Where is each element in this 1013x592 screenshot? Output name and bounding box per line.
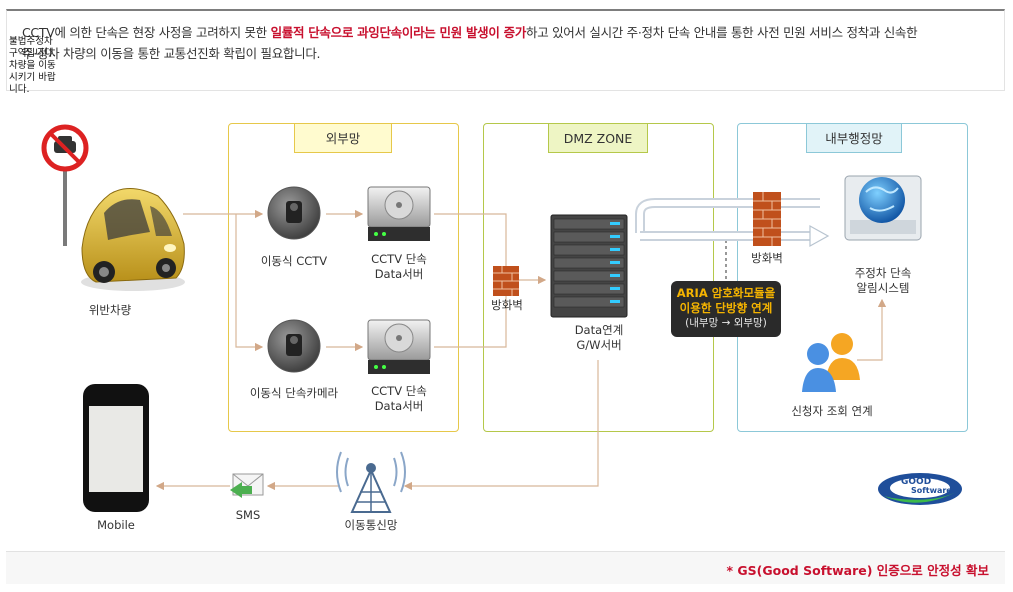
phone-message-line: 차량을 이동 xyxy=(9,60,56,71)
mobile-cctv-label: 이동식 CCTV xyxy=(260,254,328,268)
dmz-zone-label: DMZ ZONE xyxy=(548,123,648,153)
cctv-server-2-label-line2: Data서버 xyxy=(374,399,424,413)
cctv-data-server-icon xyxy=(367,186,431,241)
phone-message-line: 불법주정차 xyxy=(9,36,53,47)
cctv-server-1-label-line1: CCTV 단속 xyxy=(371,252,427,266)
sms-label: SMS xyxy=(235,508,261,522)
gw-server-label-line2: G/W서버 xyxy=(576,338,622,352)
cctv-server-1-label-line2: Data서버 xyxy=(374,267,424,281)
good-software-logo-mark xyxy=(878,473,962,505)
intro-text-line2: 주·정차 차량의 이동을 통한 교통선진화 확립이 필요합니다. xyxy=(22,46,321,61)
cctv-server-1-label: CCTV 단속 Data서버 xyxy=(359,252,439,282)
mobile-phone-icon xyxy=(83,384,149,512)
alert-system-label-line2: 알림시스템 xyxy=(856,281,910,295)
mobile-network-tower-icon xyxy=(336,451,406,513)
mobile-network-label: 이동통신망 xyxy=(344,518,398,532)
mobile-camera-icon xyxy=(267,319,321,373)
intro-highlight: 일률적 단속으로 과잉단속이라는 민원 발생이 증가 xyxy=(270,25,527,40)
cctv-server-2-label-line1: CCTV 단속 xyxy=(371,384,427,398)
intro-text-part2: 하고 있어서 실시간 주·정차 단속 안내를 통한 사전 민원 서비스 정착과 … xyxy=(526,25,918,40)
gw-server-rack-icon xyxy=(550,214,628,318)
gw-server-label: Data연계 G/W서버 xyxy=(554,323,644,353)
sms-envelope-icon xyxy=(230,473,264,498)
footer-note: * GS(Good Software) 인증으로 안정성 확보 xyxy=(726,563,990,578)
phone-message: 불법주정차 구역입니다. 차량을 이동 시키기 바랍 니다. xyxy=(9,36,59,96)
phone-message-line: 구역입니다. xyxy=(9,48,56,59)
firewall-icon xyxy=(753,192,781,246)
mobile-cctv-icon xyxy=(267,186,321,240)
alert-system-label: 주정차 단속 알림시스템 xyxy=(838,266,928,296)
no-parking-sign-icon xyxy=(41,124,89,246)
aria-line3: (내부망 → 외부망) xyxy=(685,317,767,329)
violation-vehicle-label: 위반차량 xyxy=(88,303,132,317)
aria-line2: 이용한 단방향 연계 xyxy=(679,301,773,315)
intro-panel xyxy=(6,9,1005,91)
footer-bar: * GS(Good Software) 인증으로 안정성 확보 xyxy=(6,551,1005,584)
aria-encryption-box: ARIA 암호화모듈을 이용한 단방향 연계 (내부망 → 외부망) xyxy=(671,281,781,337)
connection-lines xyxy=(155,209,887,491)
cctv-server-2-label: CCTV 단속 Data서버 xyxy=(359,384,439,414)
internal-firewall-label: 방화벽 xyxy=(751,251,783,265)
car-icon xyxy=(81,188,185,291)
gw-server-label-line1: Data연계 xyxy=(574,323,624,337)
phone-screen xyxy=(89,406,143,492)
external-zone-label: 외부망 xyxy=(294,123,392,153)
one-way-arrow xyxy=(635,198,830,248)
internal-zone-label: 내부행정망 xyxy=(806,123,902,153)
phone-message-line: 니다. xyxy=(9,84,30,95)
users-icon xyxy=(802,333,860,392)
mobile-camera-label: 이동식 단속카메라 xyxy=(249,386,339,400)
intro-text: CCTV에 의한 단속은 현장 사정을 고려하지 못한 일률적 단속으로 과잉단… xyxy=(22,22,982,64)
logo-text-good: GOOD xyxy=(901,477,932,487)
aria-line1: ARIA 암호화모듈을 xyxy=(676,286,776,300)
alert-system-label-line1: 주정차 단속 xyxy=(854,266,912,280)
dmz-firewall-label: 방화벽 xyxy=(491,298,523,312)
intro-text-part1: CCTV에 의한 단속은 현장 사정을 고려하지 못한 xyxy=(22,25,271,40)
cctv-data-server-icon xyxy=(367,319,431,374)
firewall-icon xyxy=(493,266,519,296)
logo-text-software: Software xyxy=(911,486,952,495)
good-software-logo: GOOD Software xyxy=(876,468,964,508)
mobile-label: Mobile xyxy=(97,518,135,532)
applicant-label: 신청자 조회 연계 xyxy=(791,404,873,418)
alert-system-globe-icon xyxy=(844,175,922,241)
phone-message-line: 시키기 바랍 xyxy=(9,72,56,83)
